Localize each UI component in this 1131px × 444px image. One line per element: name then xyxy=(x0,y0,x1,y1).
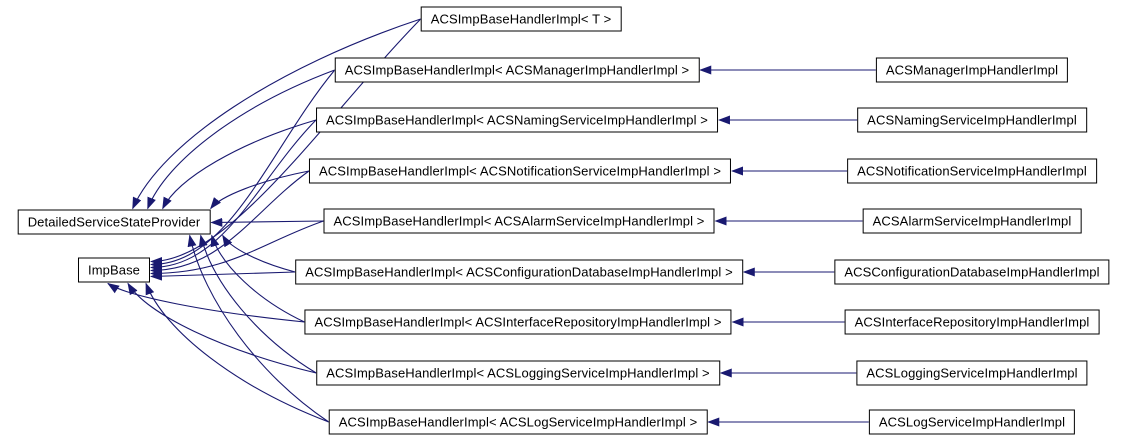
inheritance-arrow xyxy=(147,69,335,210)
inheritance-arrow xyxy=(210,234,305,323)
inheritance-arrow xyxy=(210,217,324,227)
class-node-acsnamingserviceimphandlerimpl[interactable]: ACSNamingServiceImpHandlerImpl xyxy=(857,107,1087,133)
class-node-acsalarmserviceimphandlerimpl[interactable]: ACSAlarmServiceImpHandlerImpl xyxy=(862,208,1082,234)
class-node-acsloggingserviceimphandlerimpl[interactable]: ACSLoggingServiceImpHandlerImpl xyxy=(856,360,1088,386)
class-node-acsimpbasehandlerimpl-alarmservice[interactable]: ACSImpBaseHandlerImpl< ACSAlarmServiceIm… xyxy=(323,208,715,234)
class-node-acsmanagerimphandlerimpl[interactable]: ACSManagerImpHandlerImpl xyxy=(875,57,1069,83)
inheritance-arrow xyxy=(210,170,310,210)
inheritance-arrow xyxy=(222,234,296,273)
class-node-acsnotificationserviceimphandlerimpl[interactable]: ACSNotificationServiceImpHandlerImpl xyxy=(847,158,1097,184)
inheritance-arrow xyxy=(107,282,305,323)
class-node-impbase[interactable]: ImpBase xyxy=(77,257,151,283)
class-node-detailedservicestateprovider[interactable]: DetailedServiceStateProvider xyxy=(17,209,211,235)
inheritance-arrow xyxy=(145,282,329,423)
inheritance-arrow xyxy=(150,271,296,281)
class-node-acsimpbasehandlerimpl-notificationservice[interactable]: ACSImpBaseHandlerImpl< ACSNotificationSe… xyxy=(308,158,732,184)
class-node-acsimpbasehandlerimpl-namingservice[interactable]: ACSImpBaseHandlerImpl< ACSNamingServiceI… xyxy=(316,107,718,133)
class-node-acslogserviceimphandlerimpl[interactable]: ACSLogServiceImpHandlerImpl xyxy=(868,409,1076,435)
inheritance-arrow xyxy=(162,119,317,210)
class-node-acsimpbasehandlerimpl-logservice[interactable]: ACSImpBaseHandlerImpl< ACSLogServiceImpH… xyxy=(328,409,708,435)
inheritance-arrow xyxy=(198,234,317,374)
inheritance-arrow xyxy=(150,69,336,269)
class-node-acsconfigurationdatabaseimphandlerimpl[interactable]: ACSConfigurationDatabaseImpHandlerImpl xyxy=(834,259,1110,285)
class-node-acsimpbasehandlerimpl-t[interactable]: ACSImpBaseHandlerImpl< T > xyxy=(420,6,622,32)
class-node-acsimpbasehandlerimpl-interfacerepository[interactable]: ACSImpBaseHandlerImpl< ACSInterfaceRepos… xyxy=(304,309,732,335)
class-node-acsimpbasehandlerimpl-manager[interactable]: ACSImpBaseHandlerImpl< ACSManagerImpHand… xyxy=(334,57,700,83)
inheritance-arrow xyxy=(127,282,317,374)
class-node-acsimpbasehandlerimpl-loggingservice[interactable]: ACSImpBaseHandlerImpl< ACSLoggingService… xyxy=(316,360,720,386)
inheritance-arrow xyxy=(150,119,317,272)
class-node-acsinterfacerepositoryimphandlerimpl[interactable]: ACSInterfaceRepositoryImpHandlerImpl xyxy=(844,309,1100,335)
class-node-acsimpbasehandlerimpl-configurationdatabase[interactable]: ACSImpBaseHandlerImpl< ACSConfigurationD… xyxy=(295,259,743,285)
